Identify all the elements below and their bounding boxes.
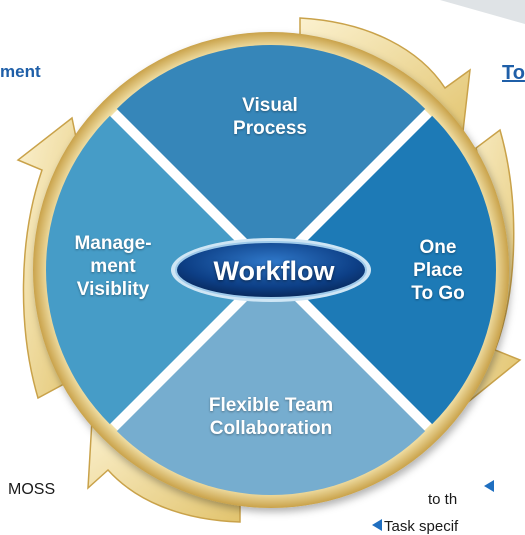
center-pill [175,241,367,299]
bottom-right-text-fragment-2: Task specif [384,518,459,535]
segment-right-highlight [278,115,497,425]
segment-bottom [116,277,426,495]
segment-left-highlight [45,115,265,425]
right-heading-fragment: To [502,62,525,84]
segment-label-top: Visual Process [233,95,307,139]
left-heading-fragment: ment [0,62,41,81]
bottom-right-text-fragment: to th [428,491,458,508]
segment-label-left: Manage- ment Visiblity [74,233,152,300]
bullet-icon [372,519,382,531]
segment-right [278,115,497,425]
segment-top-highlight [116,44,426,263]
segment-left [45,115,265,425]
segment-top [116,44,426,263]
bullet-icon [484,480,494,492]
bottom-left-text-fragment: MOSS [8,481,56,498]
segment-label-bottom: Flexible Team Collaboration [208,395,334,439]
center-label: Workflow [213,255,335,286]
segment-label-right: One Place To Go [411,237,465,304]
segment-bottom-highlight [116,277,426,495]
background-wedge [440,0,525,24]
